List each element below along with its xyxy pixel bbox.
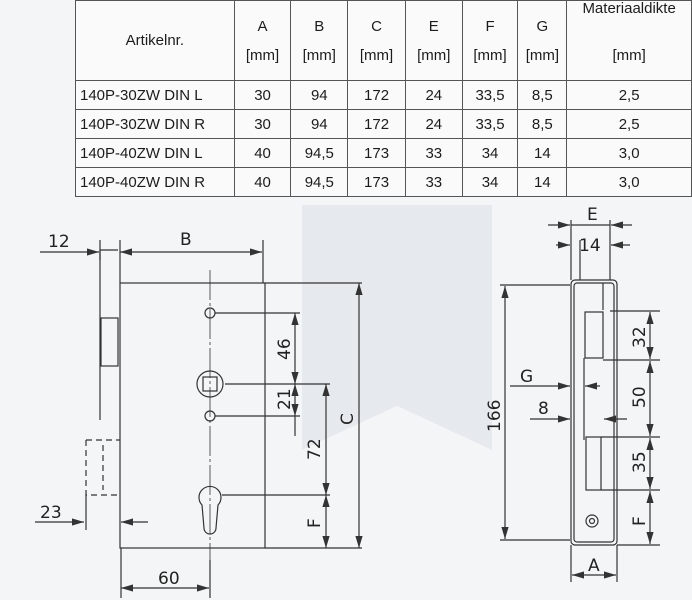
value-cell: 30 — [233, 80, 292, 110]
value-cell: 3,0 — [566, 138, 692, 168]
dim-e: E — [587, 205, 598, 225]
header-g: G[mm] — [517, 0, 568, 81]
value-cell: 173 — [347, 138, 406, 168]
value-cell: 2,5 — [566, 80, 692, 110]
value-cell: 172 — [347, 109, 406, 139]
value-cell: 33 — [404, 167, 463, 197]
value-cell: 34 — [461, 167, 519, 197]
value-cell: 2,5 — [566, 109, 692, 139]
article-number-cell: 140P-40ZW DIN R — [75, 167, 235, 197]
dim-50: 50 — [630, 386, 650, 408]
value-cell: 94,5 — [290, 167, 349, 197]
dim-166: 166 — [485, 400, 505, 432]
dim-23: 23 — [40, 503, 62, 523]
value-cell: 14 — [517, 167, 568, 197]
value-cell: 24 — [404, 80, 463, 110]
header-artikelnr: Artikelnr. — [75, 0, 235, 81]
dimension-labels: 12 B 46 21 72 F C 23 60 E 14 G 8 166 32 … — [40, 205, 650, 589]
value-cell: 173 — [347, 167, 406, 197]
dim-b: B — [180, 230, 192, 250]
screw — [585, 514, 599, 528]
header-c: C[mm] — [347, 0, 406, 81]
value-cell: 33 — [404, 138, 463, 168]
front-view — [35, 240, 363, 598]
latch — [100, 317, 119, 367]
dashed-outline — [85, 439, 120, 496]
value-cell: 8,5 — [517, 80, 568, 110]
spec-table: Artikelnr. A[mm] B[mm] C[mm] E[mm] F[mm]… — [75, 0, 692, 197]
dim-g: G — [520, 367, 533, 387]
dim-12: 12 — [48, 232, 70, 252]
value-cell: 24 — [404, 109, 463, 139]
value-cell: 34 — [461, 138, 519, 168]
value-cell: 30 — [233, 109, 292, 139]
header-e: E[mm] — [404, 0, 463, 81]
value-cell: 94 — [290, 109, 349, 139]
dim-35: 35 — [630, 451, 650, 473]
value-cell: 33,5 — [461, 109, 519, 139]
dim-21: 21 — [275, 388, 295, 410]
bolt-slot — [585, 436, 602, 491]
header-materiaaldikte: Materiaaldikte[mm] — [566, 0, 692, 81]
value-cell: 3,0 — [566, 167, 692, 197]
technical-drawing: 12 B 46 21 72 F C 23 60 E 14 G 8 166 32 … — [35, 205, 660, 598]
dim-c: C — [338, 413, 358, 425]
dim-8: 8 — [538, 399, 549, 419]
value-cell: 172 — [347, 80, 406, 110]
follower-rosette — [196, 370, 224, 398]
header-b: B[mm] — [290, 0, 349, 81]
dim-46: 46 — [275, 338, 295, 360]
value-cell: 33,5 — [461, 80, 519, 110]
dim-a: A — [588, 556, 600, 576]
side-view — [500, 220, 660, 582]
value-cell: 94 — [290, 80, 349, 110]
article-number-cell: 140P-30ZW DIN R — [75, 109, 235, 139]
latch-slot — [584, 311, 604, 359]
value-cell: 40 — [233, 167, 292, 197]
follower-square — [202, 376, 218, 392]
value-cell: 94,5 — [290, 138, 349, 168]
article-number-cell: 140P-30ZW DIN L — [75, 80, 235, 110]
value-cell: 14 — [517, 138, 568, 168]
dim-60: 60 — [158, 569, 180, 589]
dim-14: 14 — [579, 236, 601, 256]
table-header-row: Artikelnr. A[mm] B[mm] C[mm] E[mm] F[mm]… — [75, 0, 692, 81]
header-a: A[mm] — [233, 0, 292, 81]
cylinder-keyhole — [198, 485, 222, 535]
article-number-cell: 140P-40ZW DIN L — [75, 138, 235, 168]
forend — [570, 279, 618, 546]
dim-72: 72 — [305, 438, 325, 460]
dim-f-side: F — [630, 516, 650, 526]
value-cell: 8,5 — [517, 109, 568, 139]
header-f: F[mm] — [461, 0, 519, 81]
value-cell: 40 — [233, 138, 292, 168]
dim-32: 32 — [630, 326, 650, 348]
dim-f-front: F — [305, 518, 325, 528]
